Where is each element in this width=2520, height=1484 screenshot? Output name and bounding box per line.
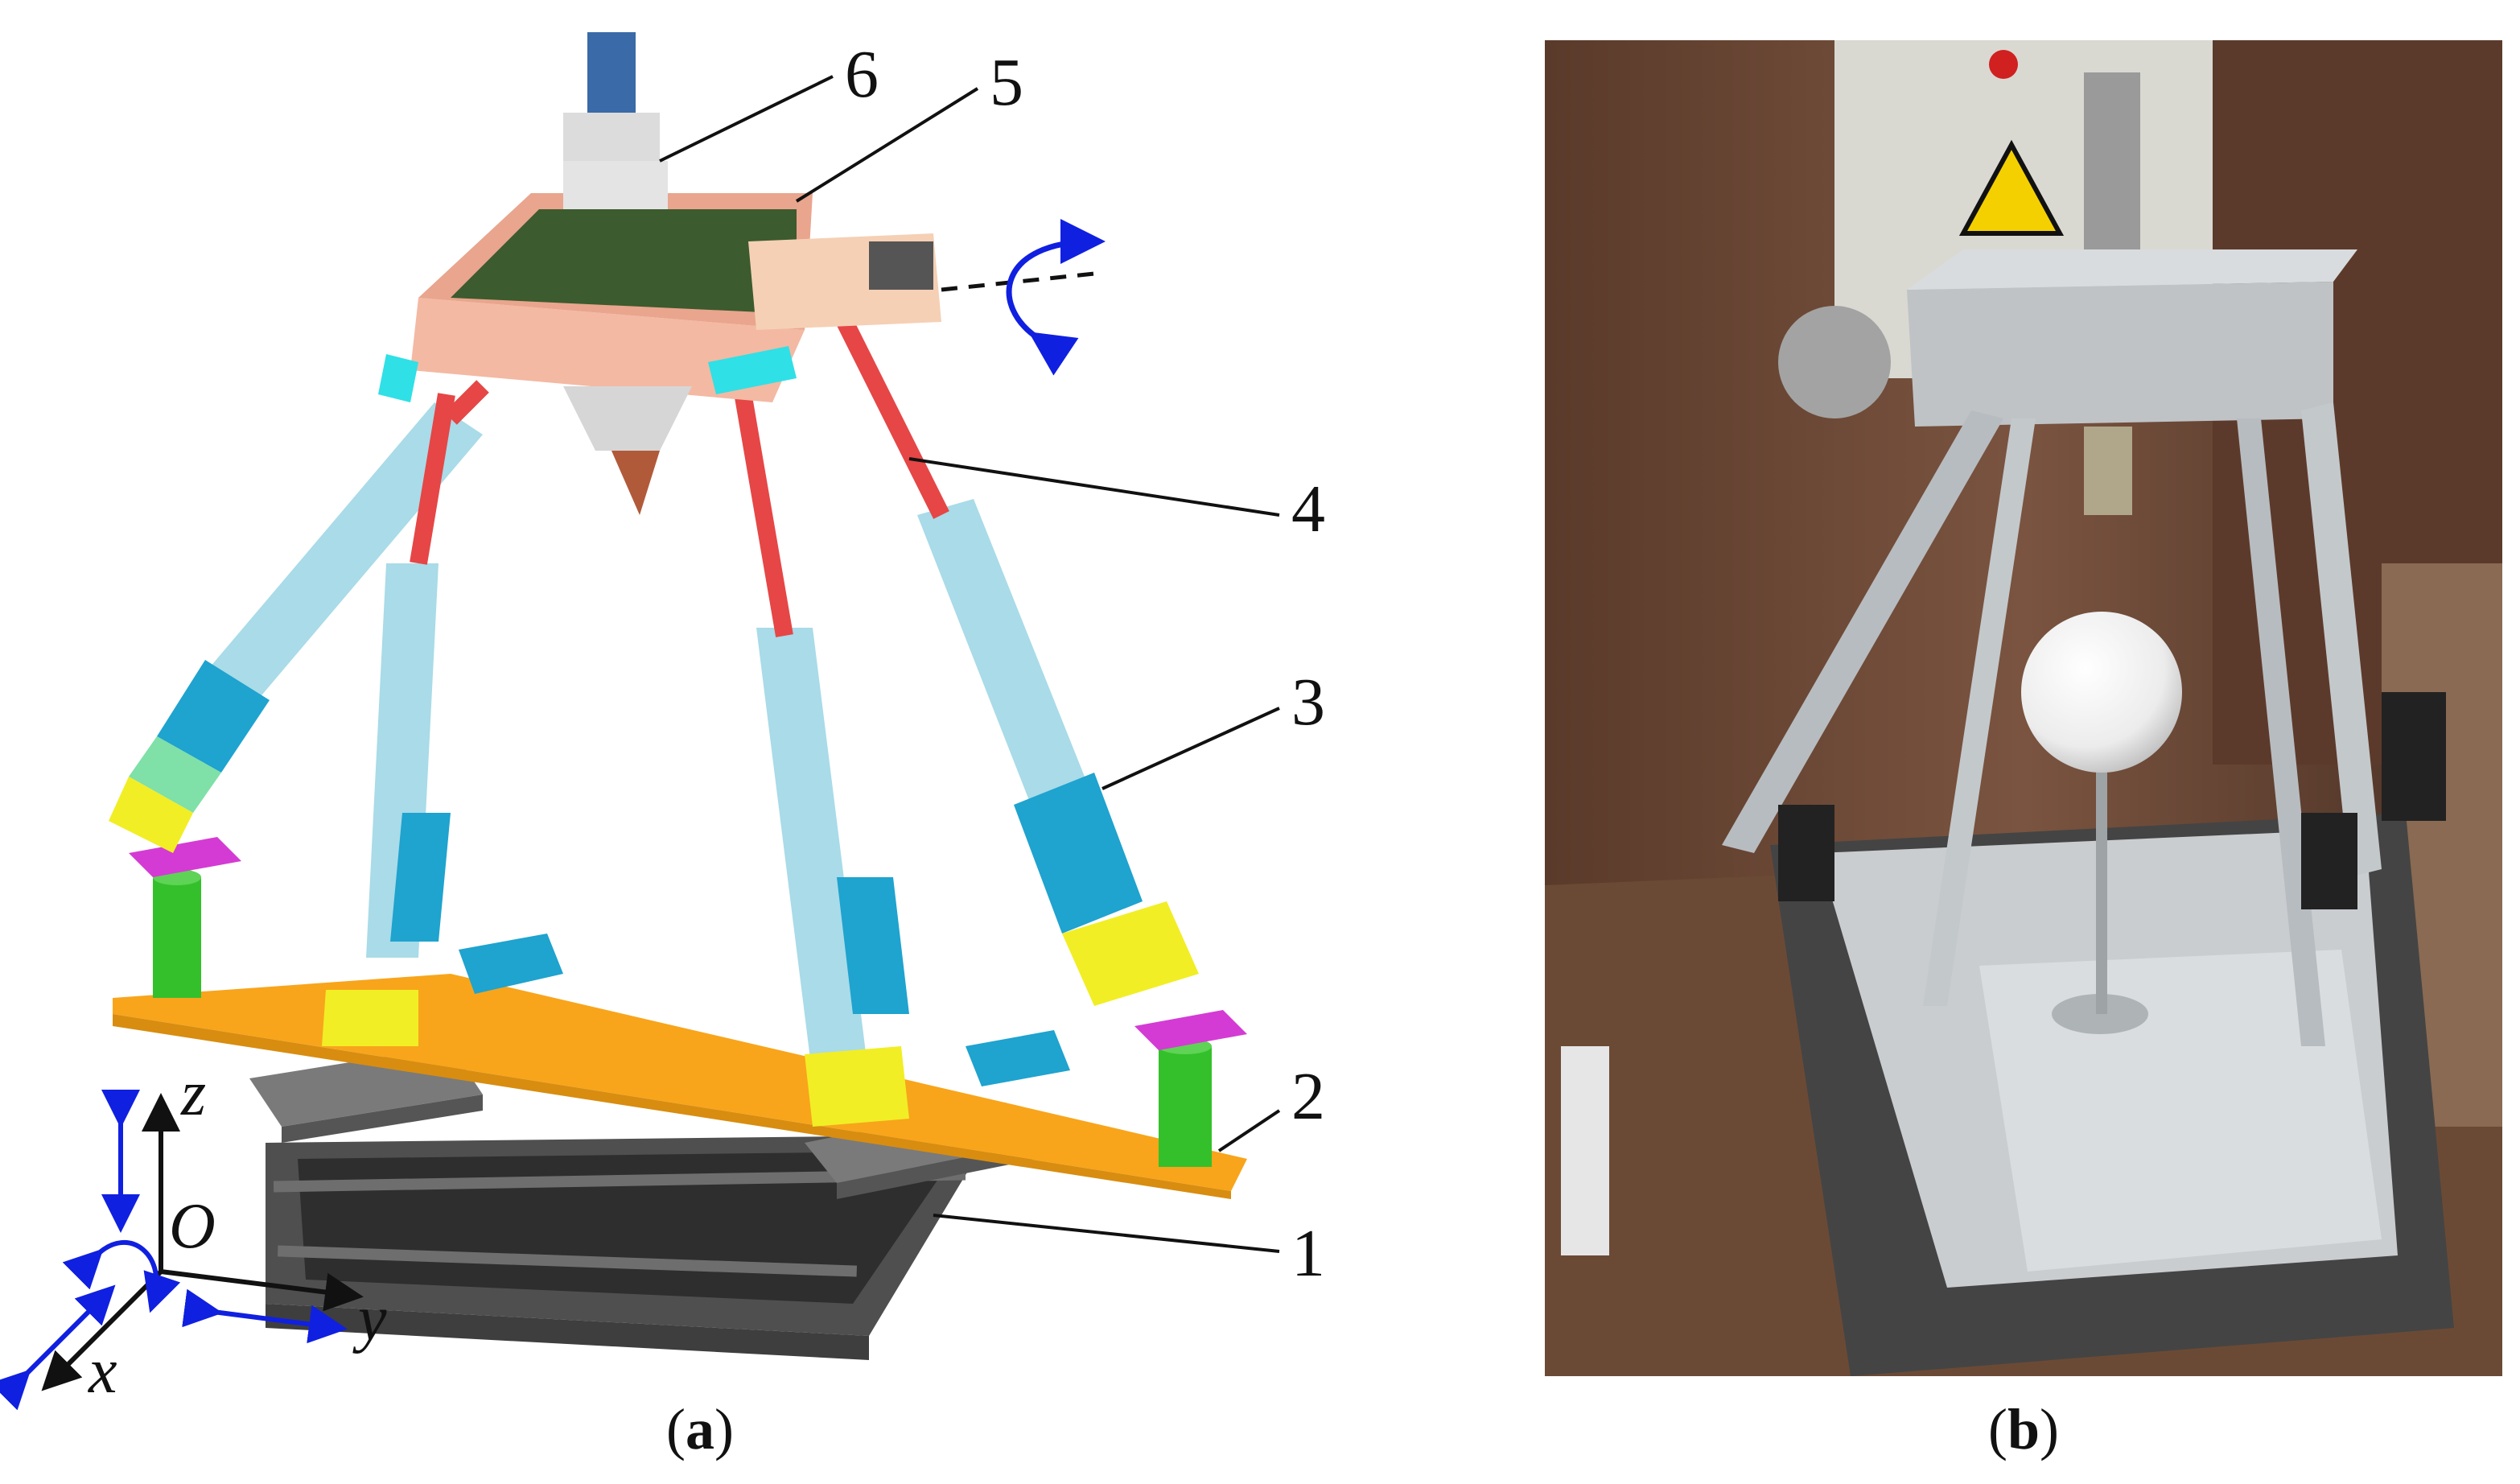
top-frame: [378, 32, 941, 515]
rod-right-inner: [731, 377, 793, 637]
rod-left-inner: [444, 380, 489, 425]
warning-sign-icon: [1958, 139, 2065, 236]
axis-x-label: x: [88, 1336, 117, 1407]
right-post: [1134, 1010, 1247, 1167]
rod-right-outer: [837, 318, 949, 519]
leg-right-inner: [756, 628, 909, 1127]
axis-y-label: y: [352, 1284, 387, 1354]
base-actuator-left: [459, 934, 563, 994]
callout-2: 2: [1291, 1059, 1325, 1134]
rotation-arrow-icon: [1006, 219, 1106, 376]
leg-left-outer: [109, 402, 483, 853]
leg-right-outer: [917, 499, 1199, 1006]
panel-a: 6 5 4 3 2 1 z O y x (a): [0, 32, 1325, 1461]
base-plate: [266, 1135, 990, 1360]
coordinate-axes: z O y x: [0, 1058, 387, 1411]
callout-6: 6: [845, 37, 879, 112]
left-post: [129, 837, 241, 998]
callout-1: 1: [1291, 1216, 1325, 1291]
leg-left-inner: [322, 563, 451, 1046]
rotation-axis-dashed: [941, 271, 1095, 292]
axis-z-label: z: [180, 1058, 206, 1129]
callout-5: 5: [990, 45, 1023, 120]
base-actuator-right: [966, 1030, 1070, 1086]
caption-b: (b): [1988, 1397, 2059, 1461]
callout-4: 4: [1291, 472, 1325, 546]
axis-origin-label: O: [169, 1191, 216, 1262]
callout-3: 3: [1291, 665, 1325, 740]
caption-a: (a): [666, 1397, 734, 1461]
rod-left-outer: [410, 393, 455, 565]
panel-b-photo: (b): [1545, 40, 2502, 1461]
